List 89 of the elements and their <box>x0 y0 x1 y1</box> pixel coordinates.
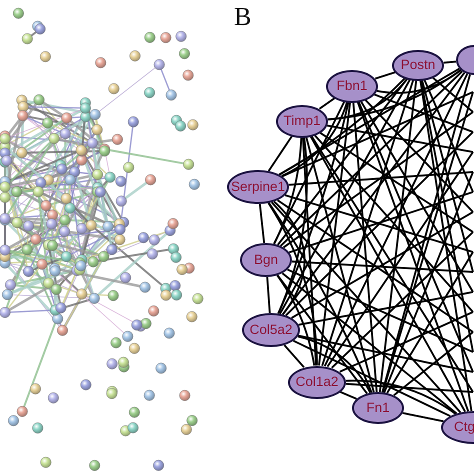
interaction-line <box>292 260 474 273</box>
gene-node <box>456 45 474 75</box>
interaction-line <box>278 78 406 176</box>
interaction-line <box>277 137 308 314</box>
interaction-line <box>284 344 305 368</box>
interaction-line <box>282 72 466 316</box>
interaction-line <box>358 102 474 372</box>
interaction-line <box>432 76 474 113</box>
gene-label: Serpine1 <box>230 180 286 194</box>
interaction-line <box>328 69 462 120</box>
gene-node <box>352 392 404 424</box>
interaction-line <box>280 70 463 247</box>
interaction-line <box>277 78 408 246</box>
interaction-line <box>283 111 474 248</box>
gene-node <box>227 170 289 204</box>
interaction-line <box>268 202 372 393</box>
interaction-line <box>276 274 368 394</box>
interaction-line <box>383 172 474 393</box>
interaction-line <box>374 71 396 80</box>
interaction-line <box>378 80 418 392</box>
interaction-line <box>421 80 474 272</box>
interaction-line <box>420 80 474 352</box>
interaction-line <box>276 274 316 366</box>
gene-node <box>441 411 474 444</box>
interaction-line <box>339 311 474 373</box>
interaction-line <box>374 94 474 133</box>
gene-node <box>240 243 292 277</box>
interaction-line <box>402 412 444 422</box>
interaction-line <box>360 100 474 292</box>
interaction-line <box>318 102 351 366</box>
interaction-line <box>279 79 411 314</box>
gene-label: Fn1 <box>366 400 390 416</box>
gene-label: Ctg <box>454 420 474 435</box>
interaction-line <box>346 382 474 393</box>
interaction-line <box>291 211 474 319</box>
interaction-line <box>376 69 462 94</box>
interaction-line <box>268 136 293 172</box>
interaction-line <box>386 252 474 394</box>
interaction-line <box>277 102 350 314</box>
interaction-line <box>328 78 408 120</box>
interaction-line <box>293 340 451 417</box>
interaction-line <box>302 137 317 366</box>
interaction-line <box>285 131 474 316</box>
interaction-line <box>340 391 358 400</box>
interaction-line <box>320 132 474 233</box>
gene-node <box>326 70 378 102</box>
interaction-line <box>314 134 474 313</box>
gene-label: Timp1 <box>283 114 320 128</box>
interaction-line <box>258 204 266 244</box>
interaction-line <box>326 124 474 153</box>
interaction-line <box>298 334 474 373</box>
interaction-line <box>287 268 474 353</box>
interaction-line <box>298 291 474 326</box>
interaction-line <box>282 272 458 414</box>
interaction-line <box>277 199 474 333</box>
gene-node <box>276 104 328 138</box>
interaction-line <box>352 102 378 392</box>
gene-label: Fbn1 <box>336 78 368 94</box>
interaction-line <box>321 80 414 366</box>
gene-label: Bgn <box>254 252 278 268</box>
interaction-line <box>318 97 336 110</box>
interaction-line <box>424 80 474 192</box>
interaction-line <box>273 137 302 244</box>
interaction-line <box>268 202 318 366</box>
interaction-line <box>278 68 460 176</box>
interaction-line <box>331 231 474 368</box>
interaction-line <box>419 80 472 412</box>
gene-label: Col1a2 <box>296 374 338 390</box>
interaction-line <box>273 200 306 316</box>
gene-node <box>392 50 444 80</box>
panel-letter: B <box>234 4 252 30</box>
interaction-line <box>326 151 474 368</box>
gene-label: Postn <box>400 58 436 72</box>
interaction-line <box>288 171 474 186</box>
interaction-line <box>305 137 375 392</box>
gene-node <box>242 313 300 347</box>
interaction-line <box>270 202 462 414</box>
interaction-line <box>442 60 457 64</box>
interaction-line <box>266 276 271 314</box>
gene-node <box>288 366 346 398</box>
interaction-line <box>281 102 348 177</box>
interaction-line <box>346 380 456 415</box>
interaction-line <box>324 73 468 367</box>
interaction-line <box>298 336 372 394</box>
interaction-line <box>273 101 346 244</box>
gene-label: Col5a2 <box>250 322 292 338</box>
interaction-line <box>364 99 474 213</box>
interaction-line <box>393 331 474 396</box>
interaction-line <box>356 102 470 412</box>
